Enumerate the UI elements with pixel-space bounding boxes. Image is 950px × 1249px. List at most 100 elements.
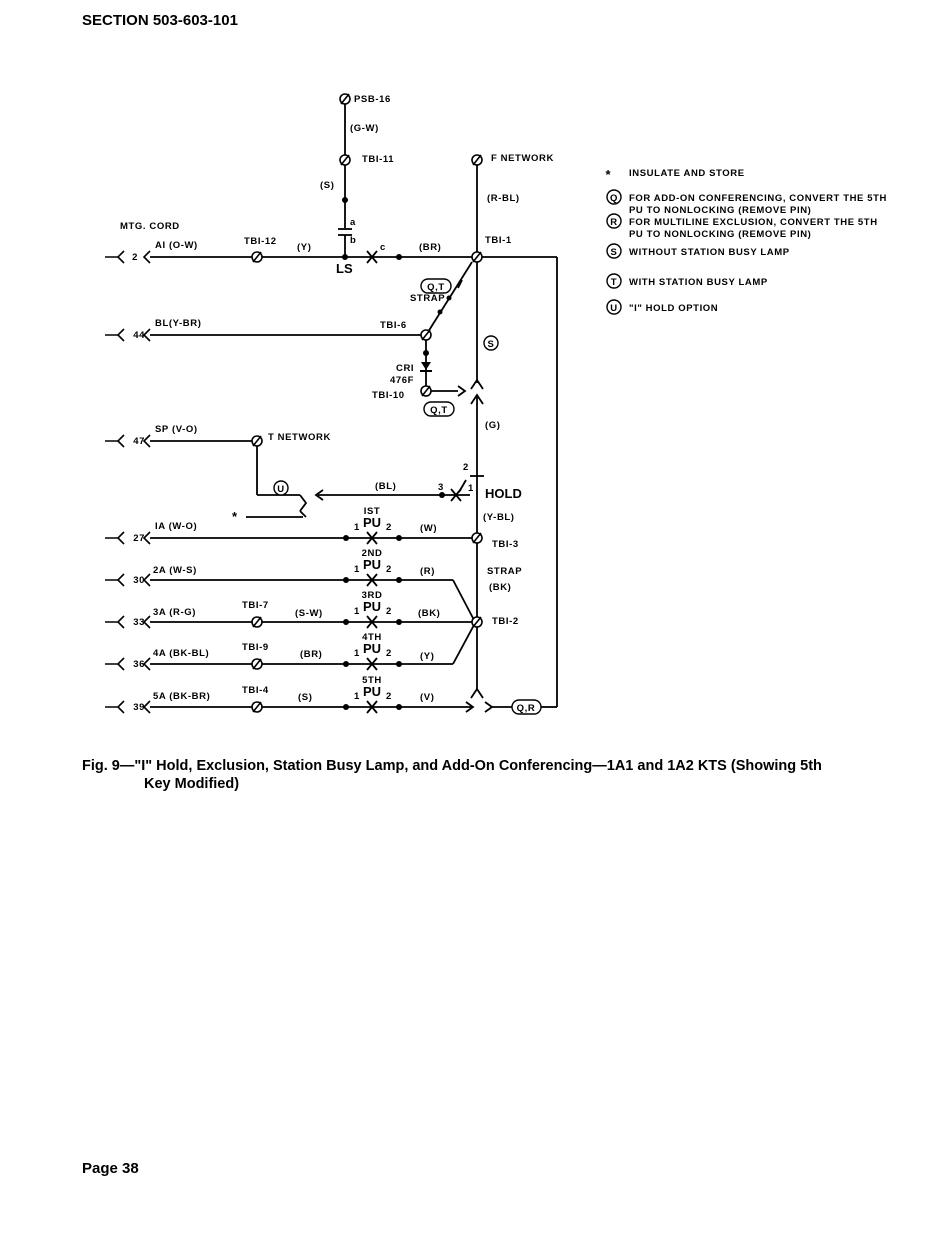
terminal-tb1-9 [251, 658, 263, 670]
jack-tb1-10 [457, 385, 467, 397]
svg-text:Q,T: Q,T [430, 405, 448, 416]
badge-u: U [273, 480, 289, 496]
pu-ordinal: 4TH [362, 632, 382, 643]
pu-label: PU [363, 515, 381, 530]
section-header: SECTION 503-603-101 [82, 12, 238, 29]
label-f-network: F NETWORK [491, 153, 554, 164]
legend-item-q: Q FOR ADD-ON CONFERENCING, CONVERT THE 5… [606, 189, 887, 216]
cord-label: AI (O-W) [155, 240, 198, 251]
pu-label: PU [363, 684, 381, 699]
terminal-tb1-11 [339, 154, 351, 166]
strap-flag [457, 279, 463, 289]
pu-contact-2: 2 [386, 606, 392, 617]
pu-contact-1: 1 [354, 522, 360, 533]
terminal-tb1-6 [420, 329, 432, 341]
svg-text:S: S [488, 339, 495, 350]
label-s: (S) [320, 180, 334, 191]
svg-text:Q,T: Q,T [427, 282, 445, 293]
legend: * INSULATE AND STORE Q FOR ADD-ON CONFER… [605, 167, 887, 315]
label-tb1-11: TBI-11 [362, 154, 394, 165]
cord-pin: 39 [133, 702, 145, 713]
legend-item-asterisk: * INSULATE AND STORE [605, 167, 744, 182]
label-tb1-2: TBI-2 [492, 616, 519, 627]
arrow-row-39 [465, 701, 475, 713]
terminal-tb1-10 [420, 385, 432, 397]
cord-lead-row: 2 AI (O-W) [132, 240, 198, 263]
label-tb1-10: TBI-10 [372, 390, 405, 401]
legend-text: PU TO NONLOCKING (REMOVE PIN) [629, 229, 811, 240]
label-hold-2: 2 [463, 462, 469, 473]
label-asterisk: * [232, 509, 238, 524]
legend-text: FOR ADD-ON CONFERENCING, CONVERT THE 5TH [629, 193, 887, 204]
pu-contact-2: 2 [386, 522, 392, 533]
cord-pin: 27 [133, 533, 145, 544]
terminal-psb16 [339, 93, 351, 105]
label-g: (G) [485, 420, 501, 431]
label-cr1-code: 476F [390, 375, 414, 386]
badge-qr: Q,R [511, 699, 542, 715]
legend-text: FOR MULTILINE EXCLUSION, CONVERT THE 5TH [629, 217, 878, 228]
pu-contact-1: 1 [354, 691, 360, 702]
label-br: (BR) [419, 242, 441, 253]
label-hold-3: 3 [438, 482, 444, 493]
svg-text:Q,R: Q,R [517, 703, 536, 714]
terminal-symbols [251, 93, 483, 713]
cord-lead-row: 30 2A (W-S) [133, 565, 196, 586]
pu-key-3: 3RD PU 1 2 [354, 590, 392, 617]
cord-lead-row: 27 IA (W-O) [133, 521, 196, 544]
terminal-tb1-1 [471, 251, 483, 263]
legend-text: WITH STATION BUSY LAMP [629, 277, 768, 288]
legend-item-u: U "I" HOLD OPTION [606, 299, 718, 315]
pu-contact-1: 1 [354, 606, 360, 617]
cord-lead-row: 44 BL(Y-BR) [133, 318, 201, 341]
cord-plug-symbols [105, 250, 151, 714]
pu-ordinal: 5TH [362, 675, 382, 686]
legend-symbol: T [611, 277, 617, 288]
wire-u-bend [299, 494, 308, 512]
label-tb1-7: TBI-7 [242, 600, 269, 611]
cord-lead-row: 39 5A (BK-BR) [133, 691, 210, 713]
pu-key-2: 2ND PU 1 2 [354, 548, 391, 575]
jack-u [314, 489, 324, 501]
cord-pin: 2 [132, 252, 138, 263]
pu-contact-2: 2 [386, 648, 392, 659]
caption-line-2: Key Modified) [144, 776, 240, 792]
pu-ordinal: IST [364, 506, 381, 517]
label-strap2: STRAP [487, 566, 522, 577]
label-ls: LS [336, 261, 353, 276]
legend-item-s: S WITHOUT STATION BUSY LAMP [606, 243, 789, 259]
label-y: (Y) [297, 242, 311, 253]
legend-text: INSULATE AND STORE [629, 168, 745, 179]
terminal-f-network [471, 154, 483, 166]
cord-label: 3A (R-G) [153, 607, 196, 618]
junction-dots [342, 197, 445, 710]
legend-symbol: * [605, 167, 611, 182]
legend-symbol: R [610, 217, 617, 228]
terminal-tb1-12 [251, 251, 263, 263]
cord-lead-row: 47 SP (V-O) [133, 424, 197, 447]
label-hold: HOLD [485, 486, 522, 501]
label-tb1-4: TBI-4 [242, 685, 269, 696]
terminal-tb1-7 [251, 616, 263, 628]
wire-conv-30 [452, 579, 475, 621]
label-cr1: CRI [396, 363, 414, 374]
jack-s [470, 378, 484, 390]
legend-item-t: T WITH STATION BUSY LAMP [606, 273, 768, 289]
cord-pin: 47 [133, 436, 145, 447]
legend-text: PU TO NONLOCKING (REMOVE PIN) [629, 205, 811, 216]
pu-label: PU [363, 557, 381, 572]
caption-line-1: Fig. 9—"I" Hold, Exclusion, Station Busy… [82, 758, 822, 774]
label-v: (V) [420, 692, 434, 703]
cord-pin: 44 [133, 330, 145, 341]
label-contact-c: c [380, 242, 386, 253]
cord-pin: 36 [133, 659, 145, 670]
label-y2: (Y) [420, 651, 434, 662]
terminal-tb1-3 [471, 532, 483, 544]
jack-g [470, 393, 484, 405]
legend-symbol: S [611, 247, 618, 258]
jack-row-39 [484, 701, 494, 713]
svg-text:U: U [277, 484, 284, 495]
pu-contact-1: 1 [354, 564, 360, 575]
pu-key-5: 5TH PU 1 2 [354, 675, 391, 702]
